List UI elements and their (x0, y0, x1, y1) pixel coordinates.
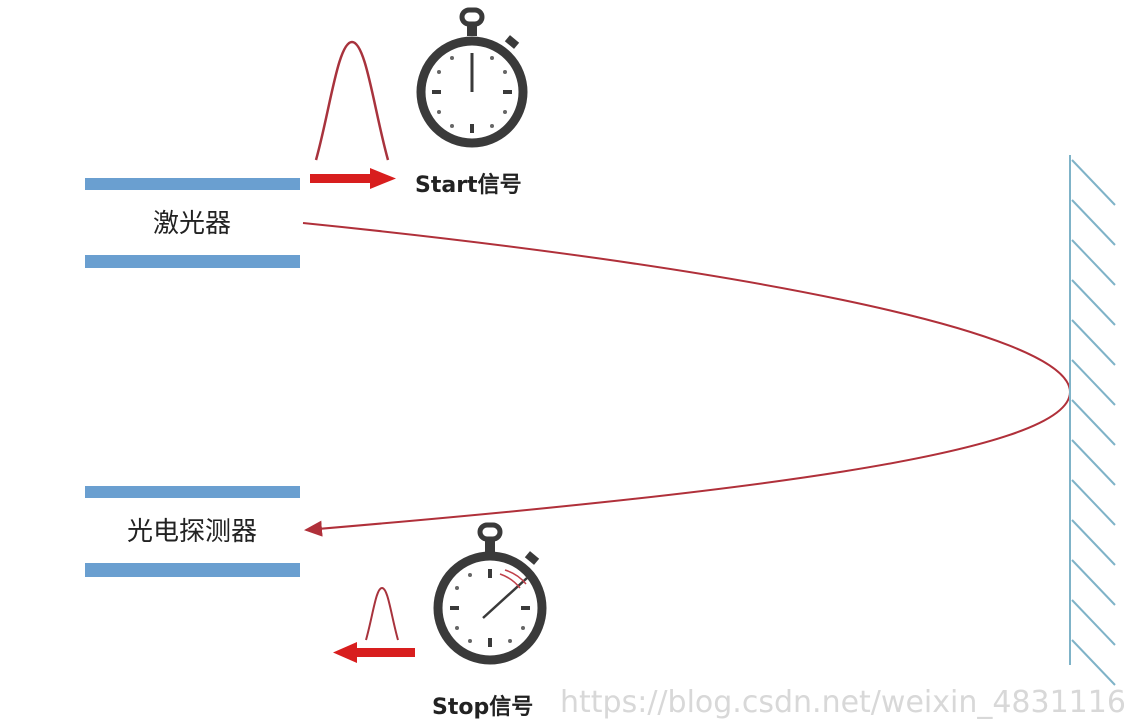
mirror-hatch-line (1071, 359, 1116, 406)
start-arrow-icon (310, 168, 396, 189)
mirror-hatch-line (1071, 279, 1116, 326)
mirror-hatch-line (1071, 519, 1116, 566)
stop-signal-label: Stop信号 (432, 694, 533, 720)
mirror-hatch-line (1071, 559, 1116, 606)
stop-arrow-icon (333, 642, 415, 663)
detector-label: 光电探测器 (127, 517, 257, 547)
laser-box: 激光器 (85, 178, 300, 268)
watermark: https://blog.csdn.net/weixin_4831116 (560, 685, 1126, 720)
mirror-hatch-line (1071, 199, 1116, 246)
stopwatch-start-icon (416, 7, 528, 148)
start-pulse (314, 40, 390, 161)
stopwatch-stop-icon (433, 522, 547, 665)
laser-label: 激光器 (153, 209, 231, 239)
mirror-hatch-line (1071, 159, 1116, 206)
mirror-icon (1069, 155, 1116, 686)
start-signal-label: Start信号 (415, 172, 522, 198)
detector-box: 光电探测器 (85, 486, 300, 577)
mirror-hatch-line (1071, 319, 1116, 366)
mirror-hatch-line (1071, 399, 1116, 446)
mirror-hatch-line (1071, 479, 1116, 526)
laser-beam-path (302, 222, 1072, 537)
mirror-hatch-line (1071, 639, 1116, 686)
stop-pulse (365, 586, 399, 641)
mirror-hatch-line (1071, 439, 1116, 486)
mirror-hatch-line (1071, 599, 1116, 646)
mirror-hatch-line (1071, 239, 1116, 286)
